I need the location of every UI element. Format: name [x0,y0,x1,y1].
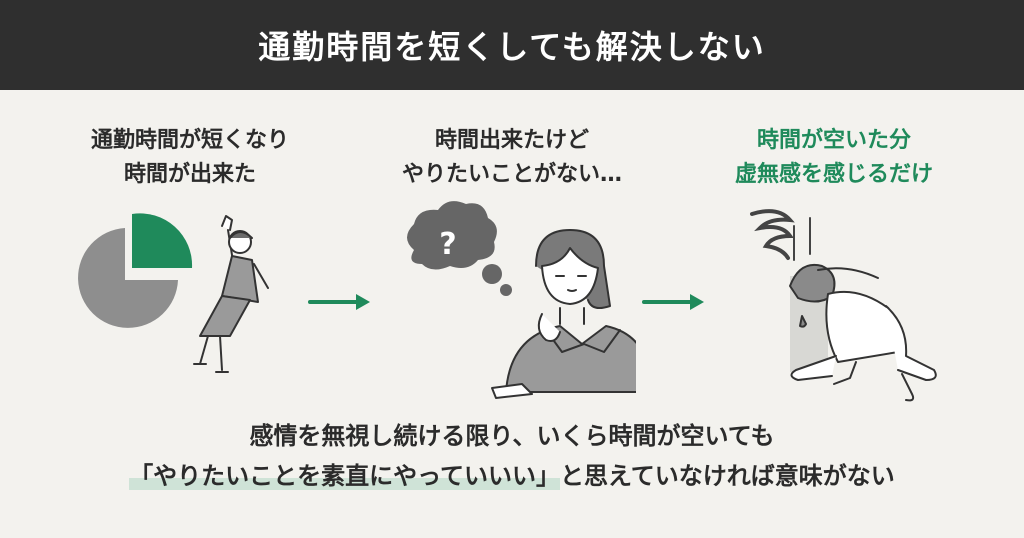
gloom-cloud-icon [750,209,811,261]
question-mark-icon: ? [439,227,456,262]
step-3-caption-line-2: 虚無感を感じるだけ [734,162,933,187]
cheering-woman-icon [193,215,269,373]
header-bar: 通勤時間を短くしても解決しない [0,0,1024,90]
step-1-caption: 通勤時間が短くなり 時間が出来た [40,124,340,192]
thought-bubble-icon: ? [407,201,512,296]
page-title: 通勤時間を短くしても解決しない [258,28,766,66]
despondent-woman-icon [789,264,937,402]
step-1-caption-line-2: 時間が出来た [123,162,256,187]
conclusion-line-2: 「やりたいことを素直にやっていいい」と思えていなければ意味がない [0,456,1024,496]
step-3-caption: 時間が空いた分 虚無感を感じるだけ [684,124,984,192]
arrow-right-icon [642,294,704,310]
conclusion-text: 感情を無視し続ける限り、いくら時間が空いても 「やりたいことを素直にやっていいい… [0,416,1024,496]
step-2-caption-line-2: やりたいことがない… [401,162,622,187]
step-3-caption-line-1: 時間が空いた分 [756,128,911,153]
conclusion-highlight: 「やりたいことを素直にやっていいい」 [129,462,560,490]
conclusion-line-2-rest: と思えていなければ意味がない [560,462,895,490]
step-1-illustration [78,213,269,373]
step-2-illustration: ? [407,201,636,399]
pie-chart-icon [78,213,193,328]
step-3-illustration [750,209,937,402]
conclusion-line-1: 感情を無視し続ける限り、いくら時間が空いても [249,422,775,450]
step-2-caption-line-1: 時間出来たけど [434,128,589,153]
step-2-caption: 時間出来たけど やりたいことがない… [362,124,662,192]
thinking-woman-icon [491,229,636,399]
arrow-right-icon [308,294,370,310]
step-1-caption-line-1: 通勤時間が短くなり [90,128,289,153]
